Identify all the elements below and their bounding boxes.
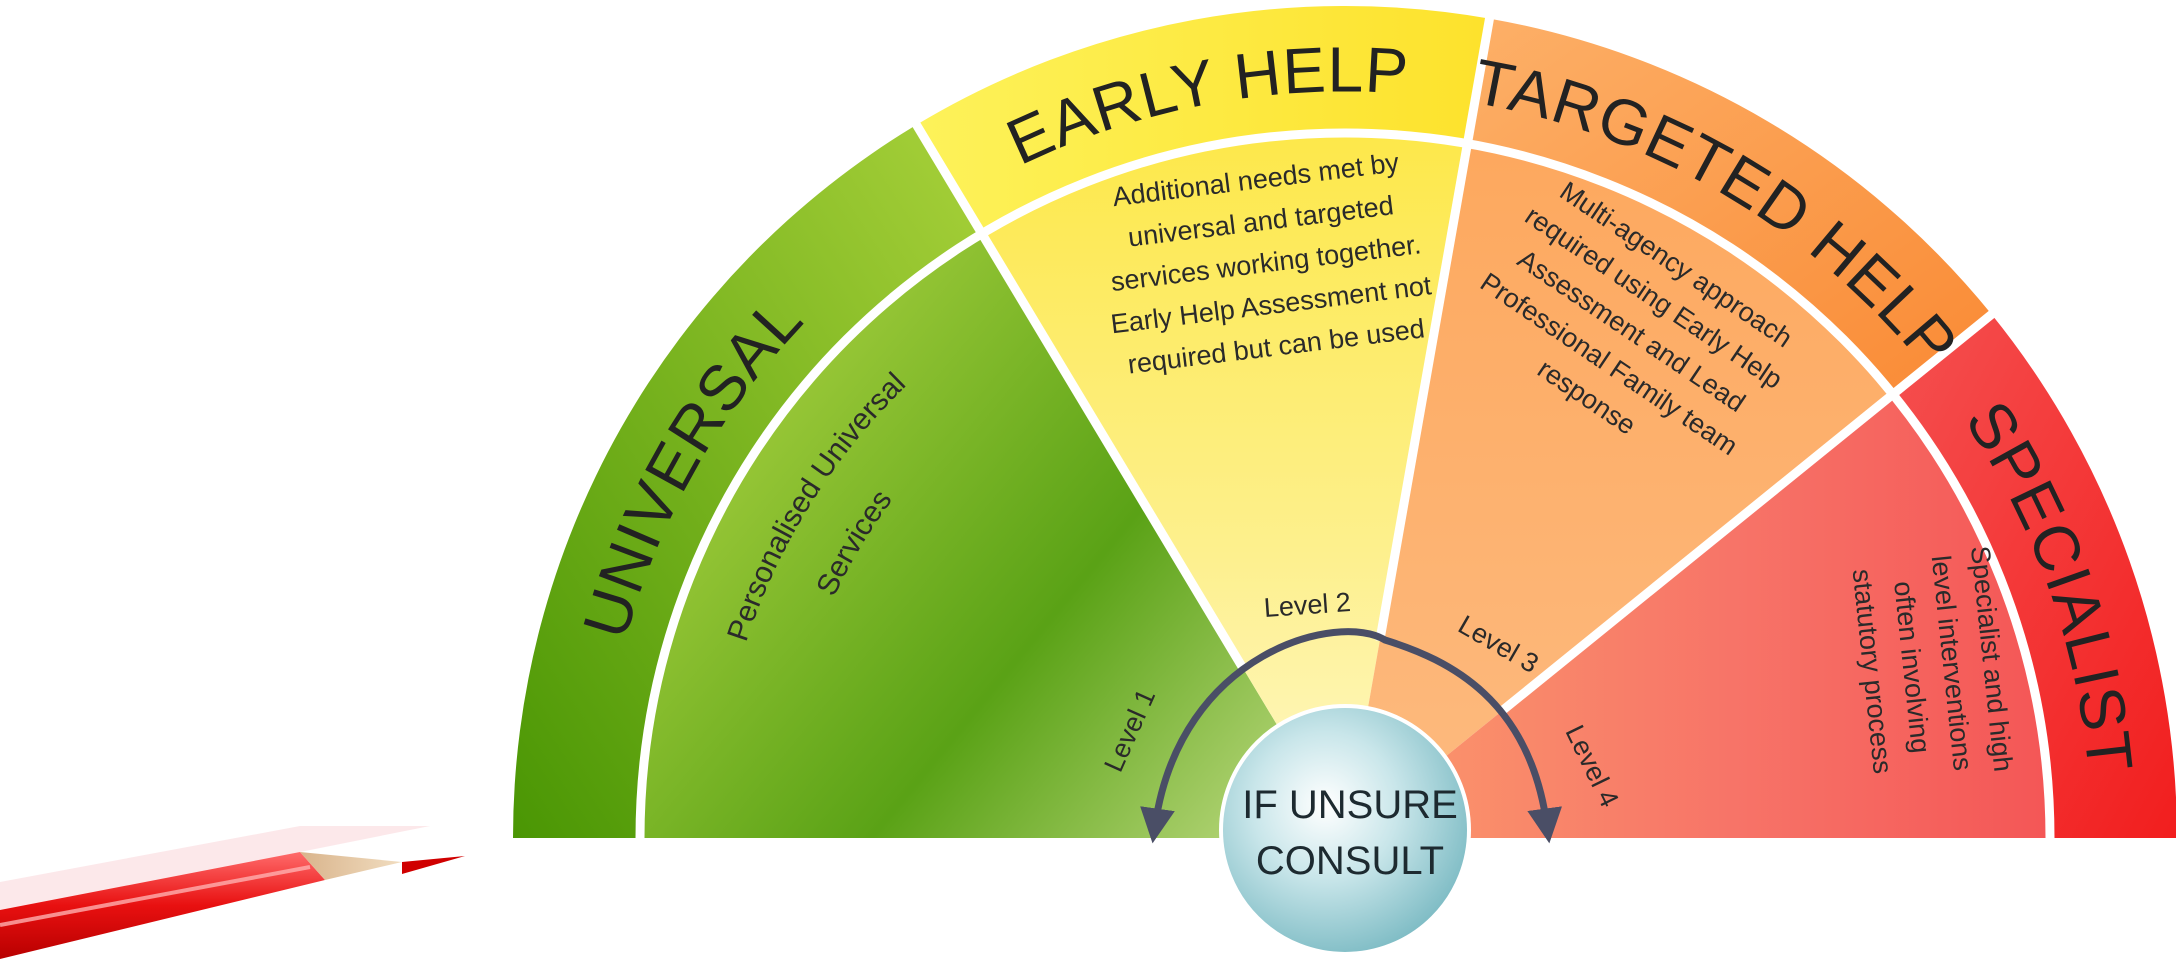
separators [635,11,2055,839]
level-arc-arrow [1140,628,1562,844]
consult-ball: IF UNSURE CONSULT [1219,704,1471,956]
universal-outer-band [513,124,982,839]
early-help-outer-band [916,5,1490,234]
consult-line-2: CONSULT [1256,839,1444,883]
sector-divider-1 [909,117,1246,669]
sector-divider-2 [1375,11,1495,642]
ring-separator [635,128,2055,839]
sector-divider-3 [1497,307,2000,716]
pencil-illustration [0,826,465,959]
targeted-help-outer-band [1467,18,1992,395]
pencil-lead [402,856,465,874]
consult-line-1: IF UNSURE [1242,783,1458,827]
level-2-label: Level 2 [1263,587,1352,623]
specialist-outer-band [1892,314,2176,838]
pencil-wood-tip [300,852,402,880]
pencil-highlight [0,865,311,927]
early-help-inner-sector [981,132,1468,839]
targeted-help-inner-sector [1345,143,1893,838]
universal-inner-sector [640,233,1345,838]
sectors [513,5,2176,839]
specialist-inner-sector [1345,394,2050,838]
consult-ball-circle [1219,704,1471,956]
